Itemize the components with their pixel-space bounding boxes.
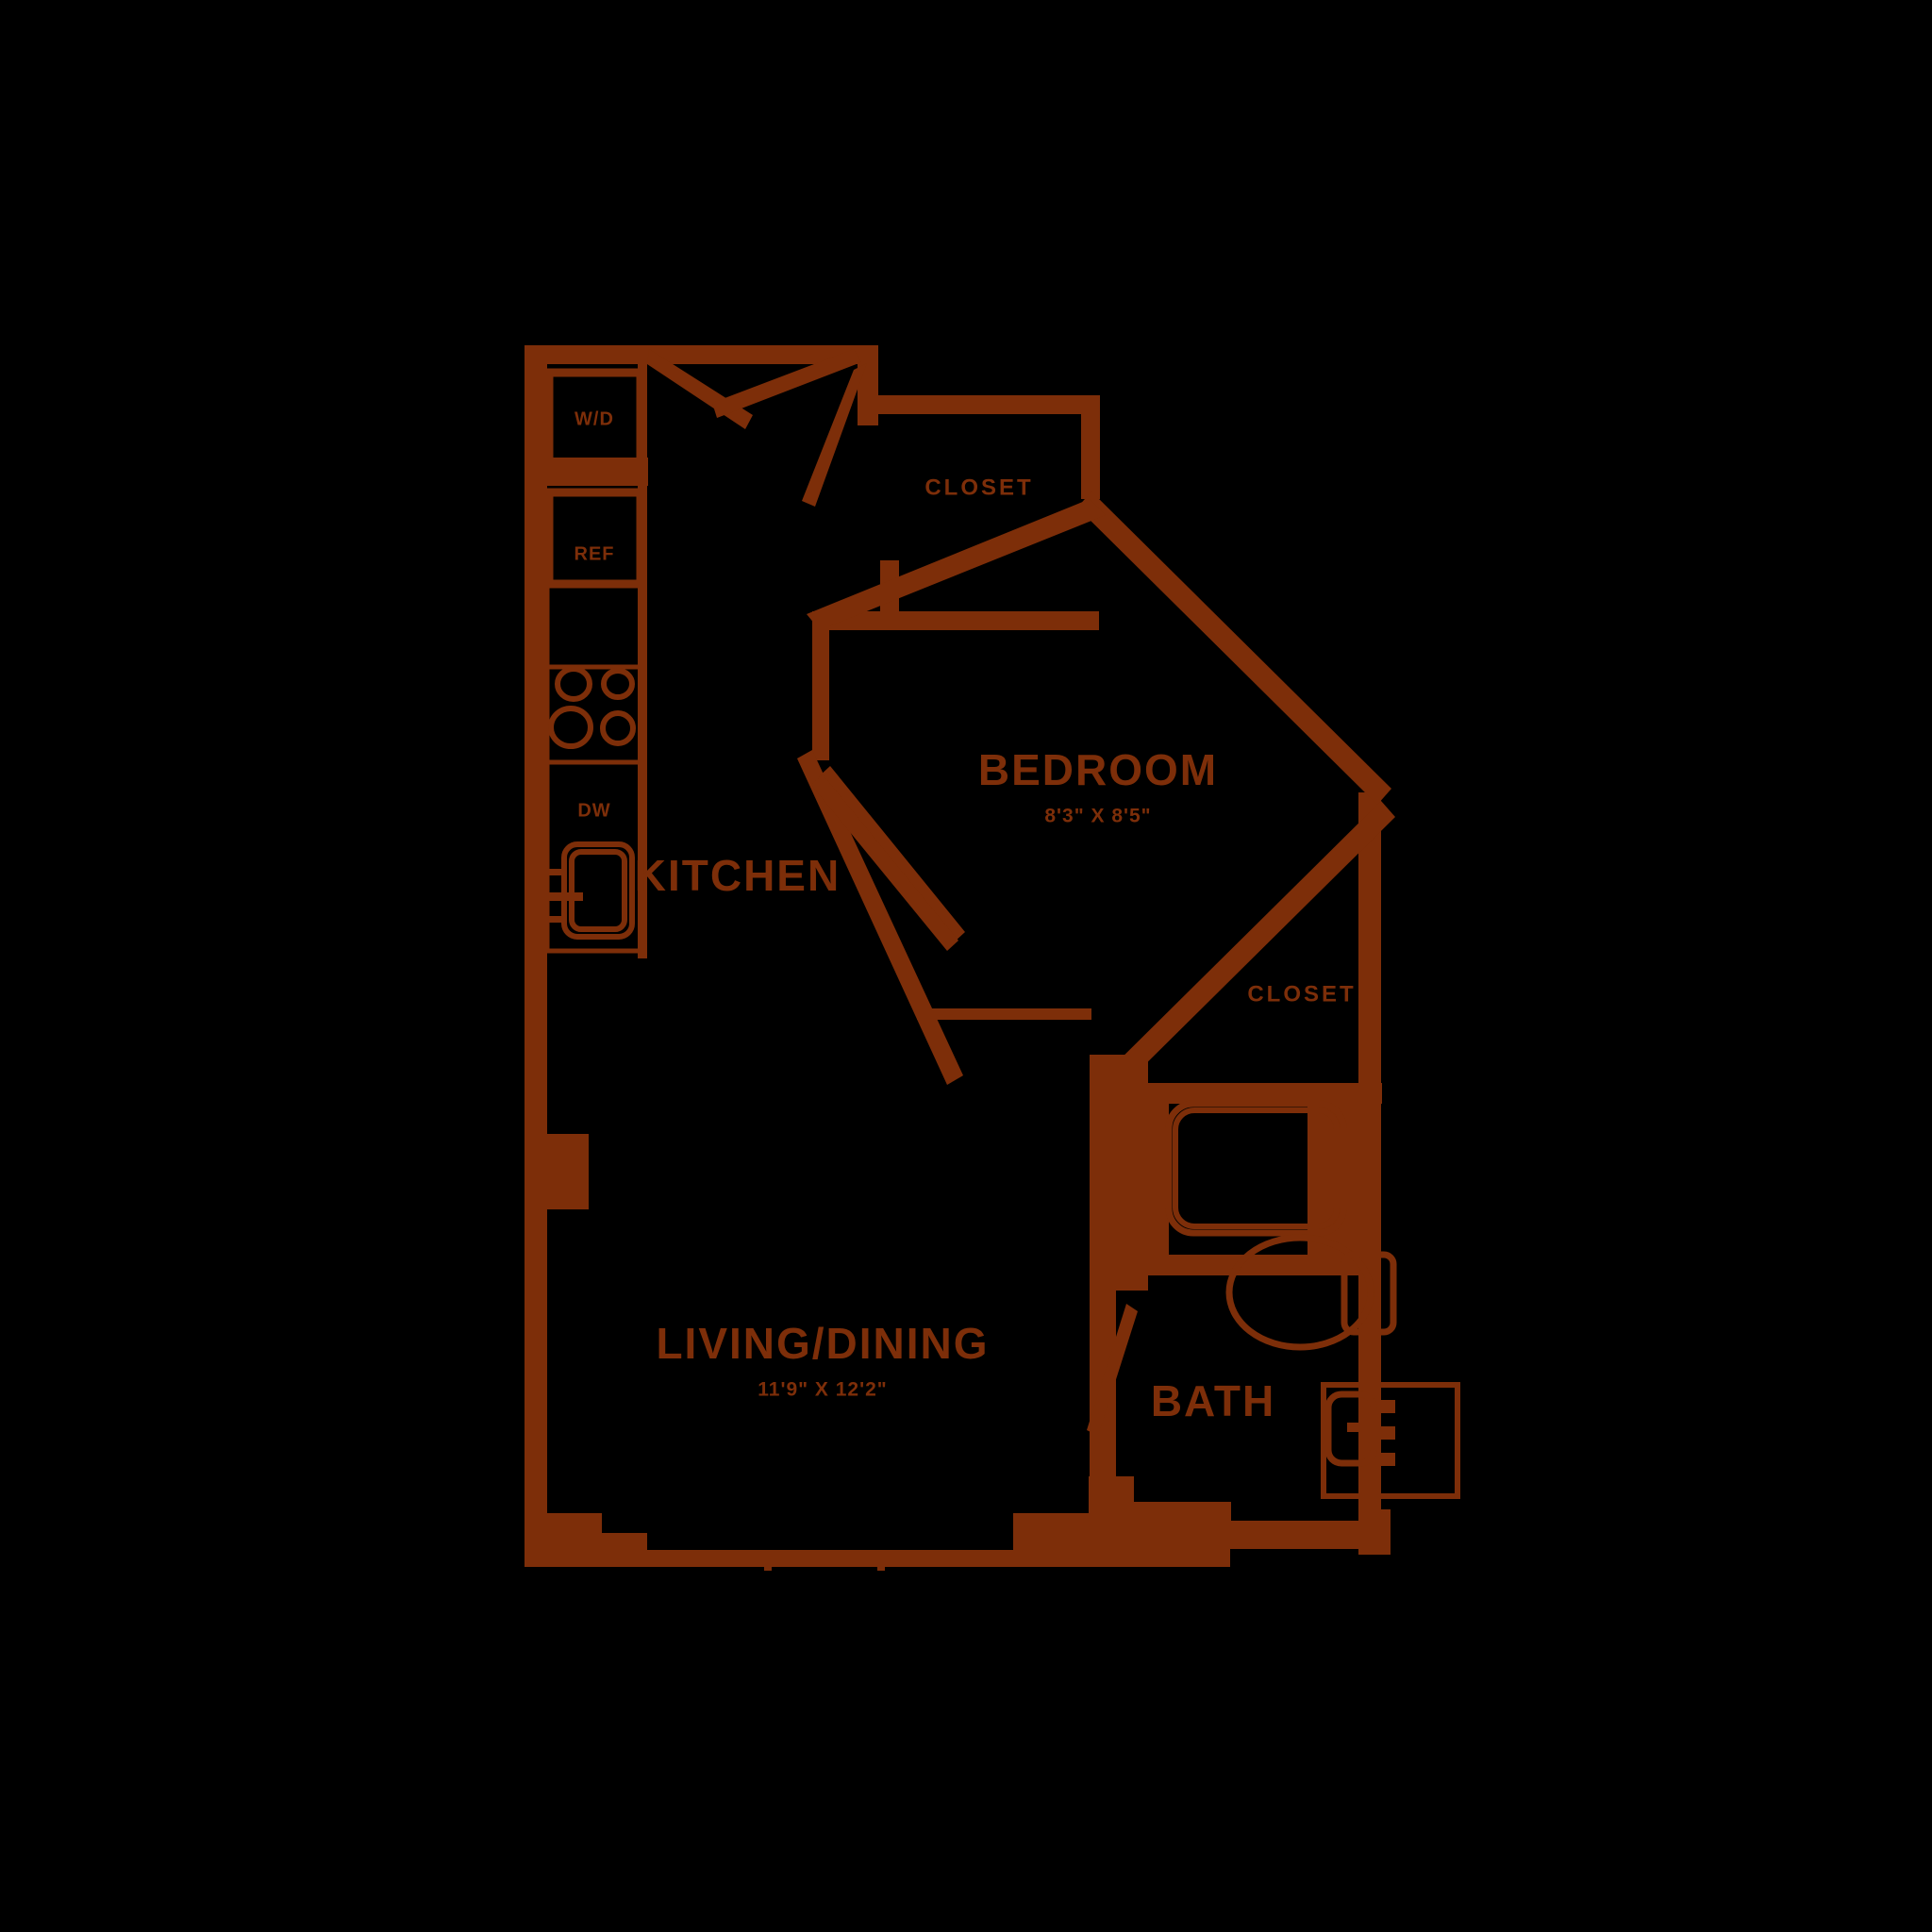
bathroom-vanity-sink bbox=[1321, 1382, 1460, 1499]
bath-door bbox=[1087, 1304, 1138, 1436]
label-living-dining: LIVING/DINING bbox=[656, 1319, 989, 1368]
dimensions-bedroom: 8'3" X 8'5" bbox=[1044, 806, 1151, 827]
window-mullions bbox=[647, 1550, 1041, 1571]
label-kitchen: KITCHEN bbox=[635, 851, 841, 900]
label-closet-upper: CLOSET bbox=[924, 475, 1033, 500]
closet-door-upper bbox=[802, 363, 867, 507]
room-labels: KITCHEN BEDROOM 8'3" X 8'5" LIVING/DININ… bbox=[635, 475, 1356, 1425]
label-closet-lower: CLOSET bbox=[1247, 981, 1356, 1007]
label-dishwasher: DW bbox=[577, 800, 610, 821]
four-burner-range bbox=[548, 666, 636, 749]
kitchen-sink bbox=[545, 841, 635, 940]
label-bath: BATH bbox=[1151, 1376, 1275, 1425]
bedroom-closet-header bbox=[917, 1008, 1091, 1020]
label-washer-dryer: W/D bbox=[575, 408, 614, 429]
interior-partitions bbox=[1090, 1055, 1382, 1536]
entry-door-leaf bbox=[712, 349, 861, 418]
label-bedroom: BEDROOM bbox=[978, 745, 1218, 794]
bedroom-door-leaf2 bbox=[811, 774, 958, 951]
bathtub bbox=[1165, 1100, 1347, 1237]
bedroom-door bbox=[819, 766, 965, 942]
toilet bbox=[1225, 1234, 1397, 1351]
dimensions-living-dining: 11'9" X 12'2" bbox=[758, 1379, 888, 1401]
appliance-labels: W/D REF DW bbox=[575, 408, 615, 821]
label-refrigerator: REF bbox=[575, 543, 615, 564]
kitchen-casework bbox=[544, 364, 648, 958]
door-swings bbox=[647, 349, 1138, 1436]
